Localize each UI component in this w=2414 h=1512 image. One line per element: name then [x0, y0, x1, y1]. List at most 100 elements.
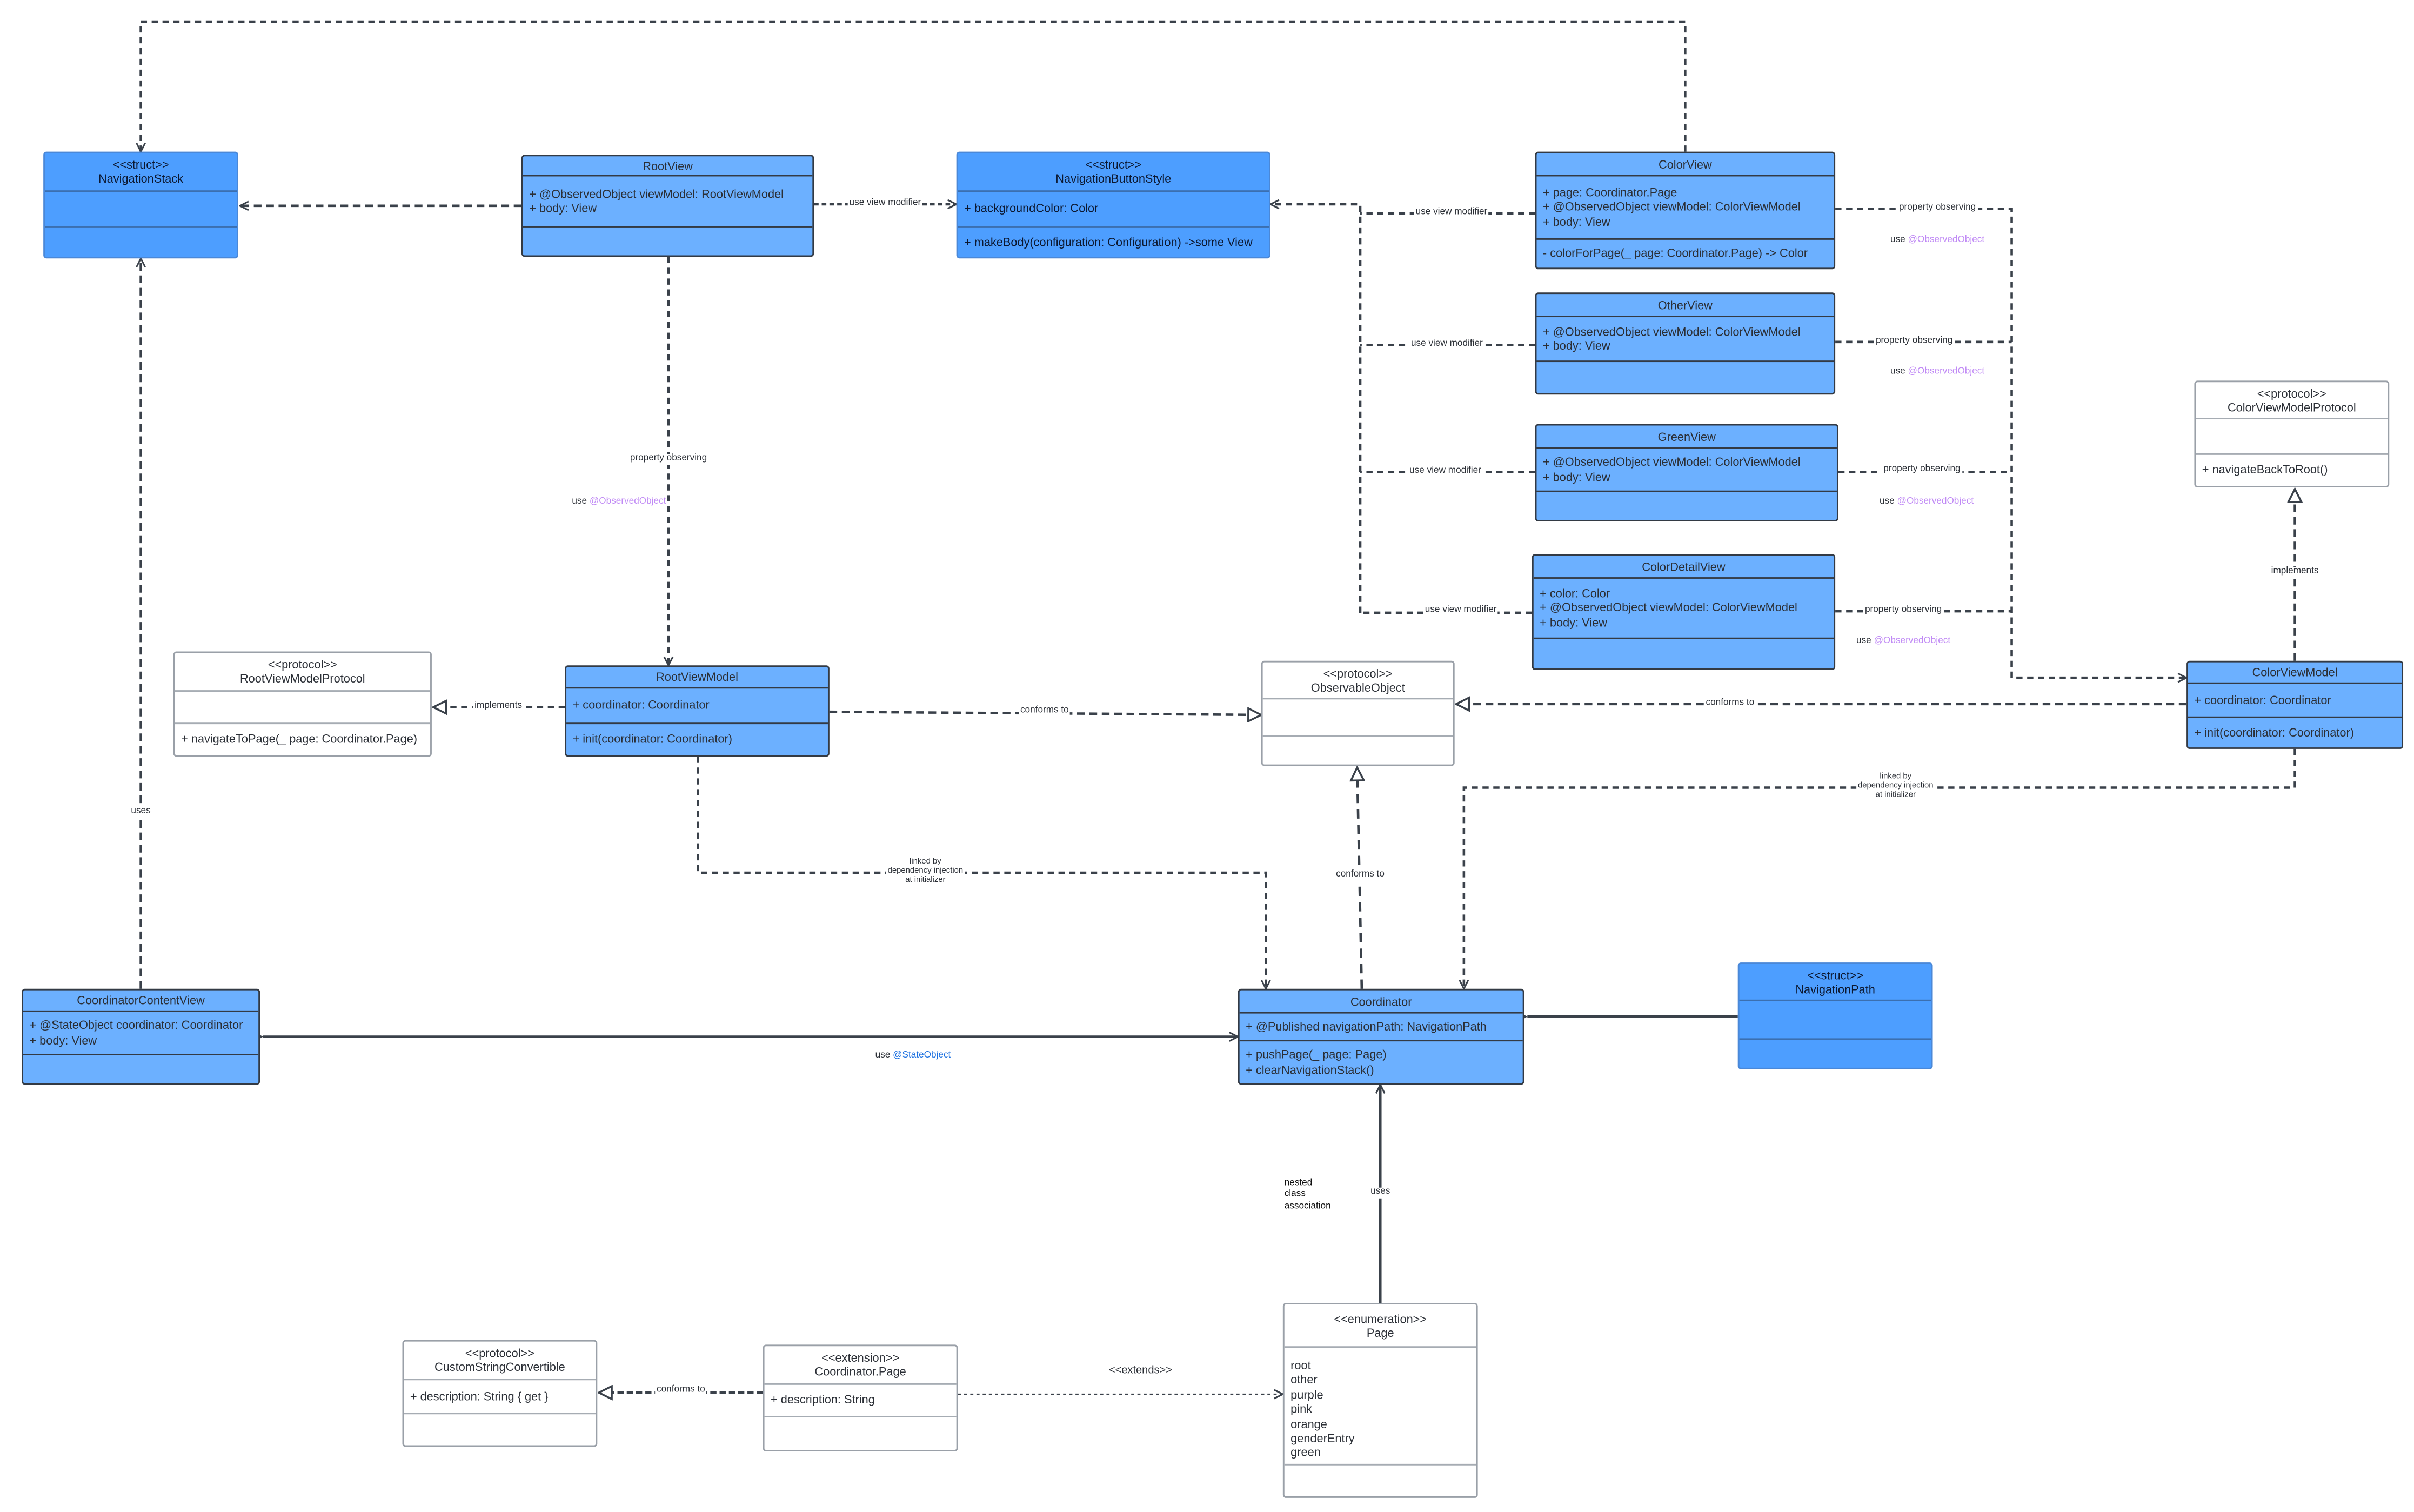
class-box-green-view[interactable]: GreenView + @ObservedObject viewModel: Co… [1535, 424, 1838, 521]
class-methods [764, 1416, 957, 1450]
attribute-row: orange [1290, 1416, 1327, 1431]
class-box-root-view-model[interactable]: RootViewModel + coordinator: Coordinator +… [565, 665, 830, 757]
class-stereotype: <<struct>> [1807, 968, 1864, 982]
use-label-detail-use: use @ObservedObject [1855, 637, 1952, 647]
class-header: RootView [523, 156, 812, 175]
attribute-row: + @StateObject coordinator: Coordinator [29, 1018, 243, 1033]
class-attributes: + description: String [764, 1383, 957, 1416]
class-name: CustomStringConvertible [434, 1360, 565, 1374]
class-header: <<protocol>>ColorViewModelProtocol [2196, 382, 2388, 418]
class-stereotype: <<struct>> [1085, 158, 1142, 172]
class-box-root-view-model-protocol[interactable]: <<protocol>>RootViewModelProtocol+ navig… [173, 651, 432, 757]
attribute-row: + @Published navigationPath: NavigationP… [1246, 1019, 1487, 1034]
use-keyword: @ObservedObject [589, 497, 666, 507]
class-attributes [1739, 999, 1931, 1039]
class-header: Coordinator [1240, 991, 1523, 1012]
attribute-row: genderEntry [1290, 1431, 1355, 1446]
class-box-observable-object[interactable]: <<protocol>>ObservableObject [1261, 660, 1455, 766]
attribute-row: + coordinator: Coordinator [572, 698, 710, 713]
class-attributes [175, 690, 431, 722]
class-attributes: + @ObservedObject viewModel: ColorViewMo… [1536, 447, 1837, 491]
class-stereotype: <<struct>> [112, 158, 169, 172]
class-box-root-view[interactable]: RootView+ @ObservedObject viewModel: Roo… [521, 155, 814, 257]
class-methods [45, 226, 237, 257]
class-methods [1262, 735, 1453, 764]
attribute-row: + description: String [771, 1393, 875, 1407]
use-prefix: use [1879, 497, 1895, 507]
class-header: <<struct>>NavigationStack [45, 153, 237, 190]
connector-label-rvm-linked: linked by dependency injection at initia… [886, 857, 965, 885]
use-label-color-use: use @ObservedObject [1889, 236, 1986, 247]
connector-cvm-linked [1464, 748, 2296, 989]
class-header: <<protocol>>ObservableObject [1263, 663, 1453, 698]
class-box-navigation-stack[interactable]: <<struct>>NavigationStack [43, 151, 238, 259]
connector-label-cvm-conforms: conforms to [1704, 698, 1756, 710]
class-header: OtherView [1536, 294, 1834, 316]
attribute-row: + body: View [1542, 470, 1610, 484]
connector-label-detail-prop: property observing [1863, 606, 1944, 617]
class-name: RootViewModel [656, 670, 738, 684]
attribute-row: + body: View [1542, 339, 1610, 353]
use-prefix: use [1856, 637, 1871, 646]
class-box-color-view-model-protocol[interactable]: <<protocol>>ColorViewModelProtocol+ navi… [2194, 380, 2390, 488]
class-name: OtherView [1657, 298, 1713, 312]
class-stereotype: <<extension>> [821, 1350, 900, 1365]
class-header: GreenView [1536, 425, 1837, 447]
class-attributes [45, 190, 237, 226]
connector-label-detail-view-modifier: use view modifier [1423, 606, 1499, 617]
attribute-row: + color: Color [1540, 586, 1610, 600]
class-methods [1533, 637, 1834, 668]
class-attributes: + backgroundColor: Color [958, 190, 1269, 226]
class-attributes: + description: String { get } [404, 1379, 596, 1413]
class-name: NavigationStack [98, 171, 184, 186]
class-attributes: + color: Color+ @ObservedObject viewMode… [1533, 577, 1834, 638]
class-box-navigation-path[interactable]: <<struct>>NavigationPath [1737, 962, 1933, 1069]
attribute-row: + backgroundColor: Color [964, 202, 1099, 216]
class-stereotype: <<protocol>> [2257, 386, 2326, 400]
method-row: + makeBody(configuration: Configuration)… [964, 235, 1253, 249]
attribute-row: + body: View [529, 201, 597, 216]
class-header: ColorViewModel [2188, 663, 2402, 683]
class-methods [1536, 490, 1837, 520]
use-keyword: @ObservedObject [1908, 367, 1985, 377]
method-row: + pushPage(_ page: Page) [1246, 1047, 1387, 1062]
class-methods: + init(coordinator: Coordinator) [566, 722, 828, 755]
class-box-color-view-model[interactable]: ColorViewModel + coordinator: Coordinator… [2186, 660, 2404, 749]
nested-class-note: nested class association [1284, 1179, 1331, 1212]
connector-label-root-prop: property observing [628, 454, 709, 465]
class-header: <<extension>>Coordinator.Page [765, 1346, 957, 1383]
method-row: - colorForPage(_ page: Coordinator.Page)… [1542, 246, 1808, 260]
attribute-row: + page: Coordinator.Page [1542, 185, 1677, 200]
class-box-other-view[interactable]: OtherView+ @ObservedObject viewModel: Co… [1535, 292, 1836, 395]
class-methods: - colorForPage(_ page: Coordinator.Page)… [1536, 238, 1834, 267]
class-box-color-view[interactable]: ColorView+ page: Coordinator.Page+ @Obse… [1535, 151, 1836, 270]
use-prefix: use [1890, 236, 1905, 245]
class-box-custom-string-convertible[interactable]: <<protocol>>CustomStringConvertible+ des… [402, 1340, 598, 1447]
class-name: GreenView [1657, 429, 1716, 444]
class-box-coordinator[interactable]: Coordinator + @Published navigationPath: … [1238, 988, 1524, 1085]
class-methods [23, 1054, 259, 1083]
class-methods [523, 226, 813, 255]
connector-label-rvm-conforms: conforms to [1019, 706, 1071, 718]
class-box-coordinator-content-view[interactable]: CoordinatorContentView+ @StateObject coo… [22, 988, 260, 1085]
class-header: <<enumeration>>Page [1285, 1304, 1476, 1346]
connector-label-color-view-modifier: use view modifier [1414, 208, 1489, 219]
attribute-row: + @ObservedObject viewModel: ColorViewMo… [1542, 200, 1801, 215]
class-box-color-detail-view[interactable]: ColorDetailView + color: Color+ @Observed… [1532, 554, 1836, 670]
class-methods: + makeBody(configuration: Configuration)… [958, 226, 1269, 257]
use-keyword: @ObservedObject [1908, 236, 1985, 245]
class-name: RootViewModelProtocol [239, 671, 365, 686]
class-box-navigation-button-style[interactable]: <<struct>>NavigationButtonStyle+ backgro… [956, 151, 1270, 259]
connector-label-coord-conforms: conforms to [1334, 870, 1386, 881]
class-attributes: + @Published navigationPath: NavigationP… [1239, 1012, 1523, 1040]
class-box-coordinator-page-extension[interactable]: <<extension>>Coordinator.Page + descripti… [763, 1344, 958, 1451]
use-label-other-use: use @ObservedObject [1889, 367, 1986, 378]
class-attributes: + @StateObject coordinator: Coordinator+… [23, 1010, 259, 1054]
class-name: ColorDetailView [1642, 559, 1726, 573]
class-header: <<struct>>NavigationPath [1740, 964, 1931, 1000]
attribute-row: + coordinator: Coordinator [2194, 693, 2331, 707]
class-methods: + navigateToPage(_ page: Coordinator.Pag… [175, 722, 431, 755]
